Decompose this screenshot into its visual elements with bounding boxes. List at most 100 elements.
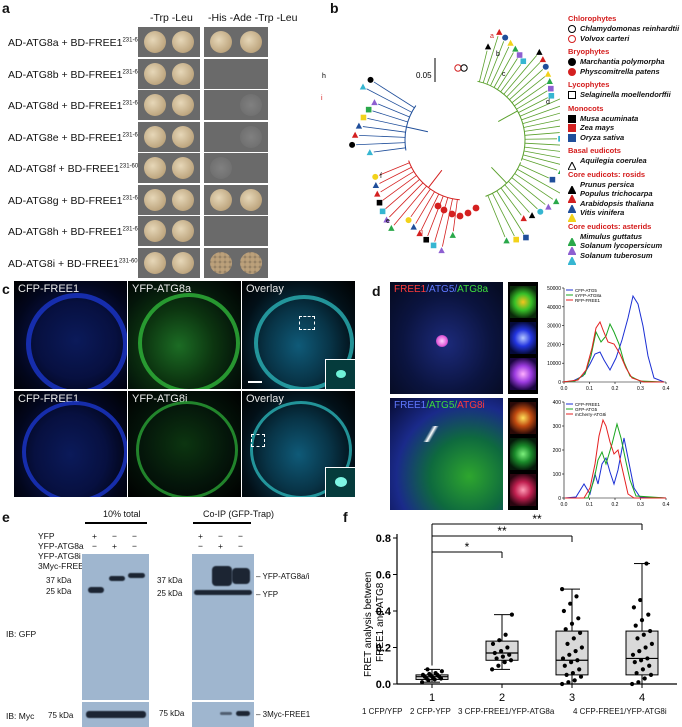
fret-box-chart: FRET analysis between FREE1 and ATG8 0.0… — [363, 512, 677, 704]
data-point — [492, 650, 497, 656]
micro-title: CFP-FREE1 — [18, 283, 80, 295]
mw-75-right: 75 kDa — [159, 709, 185, 718]
clade-label-a: a — [490, 33, 494, 40]
yeast-spot — [240, 188, 262, 211]
band-label-myc: – 3Myc-FREE1 — [256, 710, 311, 719]
tree-marker — [371, 99, 378, 106]
blot-right-gfp — [192, 554, 254, 700]
yeast-spot — [240, 125, 262, 148]
panel-c-label: c — [2, 281, 10, 297]
tree-marker — [502, 34, 509, 41]
clade-label-c: c — [502, 71, 506, 78]
x-tick-label: 3 — [569, 692, 575, 704]
micro-d-bottom-insets — [508, 398, 538, 510]
tree-marker — [449, 231, 456, 238]
tree-marker — [503, 237, 510, 244]
tree-marker — [360, 114, 367, 121]
data-point — [572, 678, 577, 683]
curve-gfp-atg5 — [565, 422, 667, 499]
y-tick-label: 0.8 — [376, 533, 391, 545]
clade-label-i: i — [321, 95, 323, 102]
micro-c-yfp-bottom: YFP-ATG8i — [128, 391, 241, 497]
plate-left — [138, 27, 200, 57]
sample-row-label: YFP-ATG8i — [38, 551, 81, 561]
plate-left — [138, 90, 200, 120]
data-point — [578, 630, 583, 635]
plate-left — [138, 184, 200, 215]
x-tick-label: 2 — [499, 692, 505, 704]
plate-right — [204, 153, 268, 183]
data-point — [630, 652, 636, 657]
plate-left — [138, 216, 200, 246]
curve-rfp-free1 — [562, 320, 664, 383]
legend-entry: CFP-ATG5 — [575, 288, 597, 293]
y-tick-label: 10000 — [547, 361, 561, 367]
data-point — [420, 672, 426, 677]
x-tick-label: 0.1 — [586, 386, 593, 392]
tree-marker — [376, 199, 383, 206]
tree-marker — [544, 70, 552, 77]
yeast-spot — [172, 157, 194, 179]
tree-marker — [359, 83, 367, 90]
tree-marker — [438, 247, 445, 254]
tree-marker — [388, 224, 395, 231]
tree-marker — [416, 230, 423, 237]
data-point — [425, 667, 430, 672]
data-point — [490, 641, 496, 646]
tree-marker — [512, 45, 519, 52]
legend-species: Prunus persica — [580, 179, 635, 189]
blot-left-title: 10% total — [103, 509, 141, 519]
data-point — [642, 676, 647, 681]
legend-entry: sYFP-ATG8a — [575, 293, 602, 298]
plate-right — [204, 27, 268, 57]
data-point — [509, 612, 514, 617]
yeast-row-label: AD-ATG8f + BD-FREE1231-601 — [8, 163, 142, 175]
data-point — [560, 656, 566, 661]
micro-c-overlay-bottom: Overlay — [242, 391, 355, 497]
curve-cfp-free1 — [564, 437, 667, 499]
data-point — [630, 681, 635, 687]
data-point — [571, 636, 576, 641]
yeast-row-label: AD-ATG8g + BD-FREE1231-601 — [8, 194, 145, 207]
yeast-row-label: AD-ATG8a + BD-FREE1231-601 — [8, 37, 145, 49]
legend-marker-icon — [567, 252, 577, 265]
legend-group-heading: Basal eudicots — [568, 146, 621, 155]
yeast-spot — [172, 94, 194, 116]
yeast-spot — [144, 125, 166, 148]
category-label: 4 CFP-FREE1/YFP-ATG8i — [573, 707, 667, 716]
title-atg8a: ATG8a — [457, 284, 489, 295]
legend-species: Musa acuminata — [580, 113, 639, 123]
tree-marker — [484, 43, 492, 50]
x-tick-label: 0.0 — [561, 386, 568, 392]
tree-marker — [351, 131, 359, 138]
legend-marker-icon — [567, 200, 577, 213]
clade-label-f: f — [380, 173, 382, 180]
legend-marker-icon — [568, 67, 576, 76]
tree-marker — [507, 39, 514, 46]
data-point — [574, 594, 579, 599]
band-label-atg8: – YFP-ATG8a/i — [256, 572, 310, 581]
legend-marker-icon — [568, 25, 576, 33]
y-axis-label-line1: FRET analysis between — [363, 572, 374, 677]
data-point — [578, 674, 584, 679]
category-label: 3 CFP-FREE1/YFP-ATG8a — [458, 707, 555, 716]
micro-title: Overlay — [246, 393, 284, 405]
legend-entry: RFP-FREE1 — [575, 298, 601, 303]
legend-species: Mimulus guttatus — [580, 231, 643, 241]
legend-species: Vitis vinifera — [580, 208, 625, 217]
legend-species: Populus trichocarpa — [580, 189, 653, 198]
legend-group-heading: Core eudicots: asterids — [568, 221, 652, 231]
y-tick-label: 40000 — [547, 305, 561, 311]
blot-right-myc — [192, 702, 254, 727]
plate-left — [138, 58, 200, 89]
micro-d-top-insets — [508, 282, 538, 394]
legend-marker-icon — [567, 181, 577, 194]
mw-37-right: 37 kDa — [157, 576, 183, 585]
chlorophyte-marker — [454, 64, 462, 72]
y-tick-label: 0 — [558, 380, 561, 386]
micro-c-yfp-top: YFP-ATG8a — [128, 281, 241, 389]
micro-c-cfp-top: CFP-FREE1 — [14, 281, 127, 389]
plate-right — [204, 58, 268, 89]
x-tick-label: 0.2 — [612, 386, 619, 392]
